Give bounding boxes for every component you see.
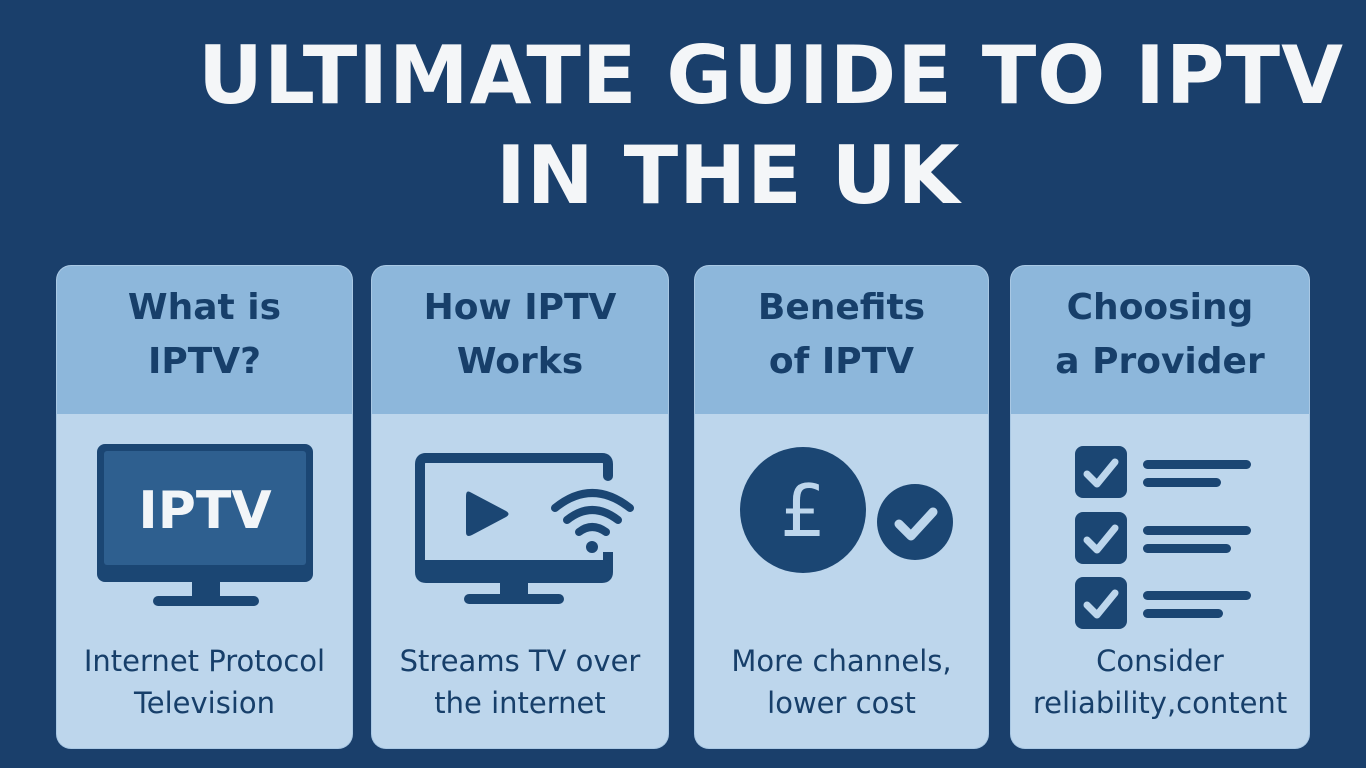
card-title-line: What is bbox=[127, 287, 282, 328]
card-what-is-iptv: What is IPTV? IPTV Internet Protocol Tel… bbox=[57, 266, 352, 748]
card-description: Streams TV over the internet bbox=[372, 640, 668, 724]
card-title-line: Works bbox=[456, 341, 584, 382]
card-description: Internet Protocol Television bbox=[57, 640, 352, 724]
card-title: Choosing a Provider bbox=[1055, 281, 1264, 389]
card-title-line: How IPTV bbox=[423, 287, 617, 328]
card-title-line: a Provider bbox=[1055, 341, 1265, 382]
pound-coin-check-icon: £ bbox=[695, 436, 988, 636]
card-title: Benefits of IPTV bbox=[758, 281, 925, 389]
card-desc-line: Television bbox=[133, 686, 276, 720]
card-desc-line: the internet bbox=[434, 686, 606, 720]
title-line-1: ULTIMATE GUIDE TO IPTV bbox=[198, 29, 1345, 122]
card-desc-line: Streams TV over bbox=[399, 644, 641, 678]
card-header: How IPTV Works bbox=[372, 266, 668, 414]
card-desc-line: Internet Protocol bbox=[83, 644, 326, 678]
card-title-line: of IPTV bbox=[768, 341, 915, 382]
card-choosing-a-provider: Choosing a Provider bbox=[1011, 266, 1309, 748]
card-desc-line: Consider bbox=[1096, 644, 1224, 678]
card-header: What is IPTV? bbox=[57, 266, 352, 414]
card-desc-line: More channels, bbox=[731, 644, 952, 678]
card-desc-line: reliability,content bbox=[1032, 686, 1288, 720]
card-how-iptv-works: How IPTV Works Streams TV over the inter… bbox=[372, 266, 668, 748]
card-header: Benefits of IPTV bbox=[695, 266, 988, 414]
card-title-line: IPTV? bbox=[147, 341, 262, 382]
title-line-2: IN THE UK bbox=[496, 129, 961, 222]
card-description: Consider reliability,content bbox=[1011, 640, 1309, 724]
tv-screen-text: IPTV bbox=[138, 481, 271, 541]
card-benefits-of-iptv: Benefits of IPTV £ More channels, lower … bbox=[695, 266, 988, 748]
monitor-play-wifi-icon bbox=[372, 436, 668, 636]
pound-sign: £ bbox=[780, 469, 826, 553]
card-title-line: Choosing bbox=[1066, 287, 1254, 328]
card-header: Choosing a Provider bbox=[1011, 266, 1309, 414]
card-title: What is IPTV? bbox=[128, 281, 281, 389]
checklist-icon bbox=[1011, 436, 1309, 636]
card-desc-line: lower cost bbox=[767, 686, 916, 720]
card-title: How IPTV Works bbox=[424, 281, 617, 389]
tv-monitor-icon: IPTV bbox=[57, 436, 352, 636]
card-description: More channels, lower cost bbox=[695, 640, 988, 724]
card-title-line: Benefits bbox=[757, 287, 926, 328]
